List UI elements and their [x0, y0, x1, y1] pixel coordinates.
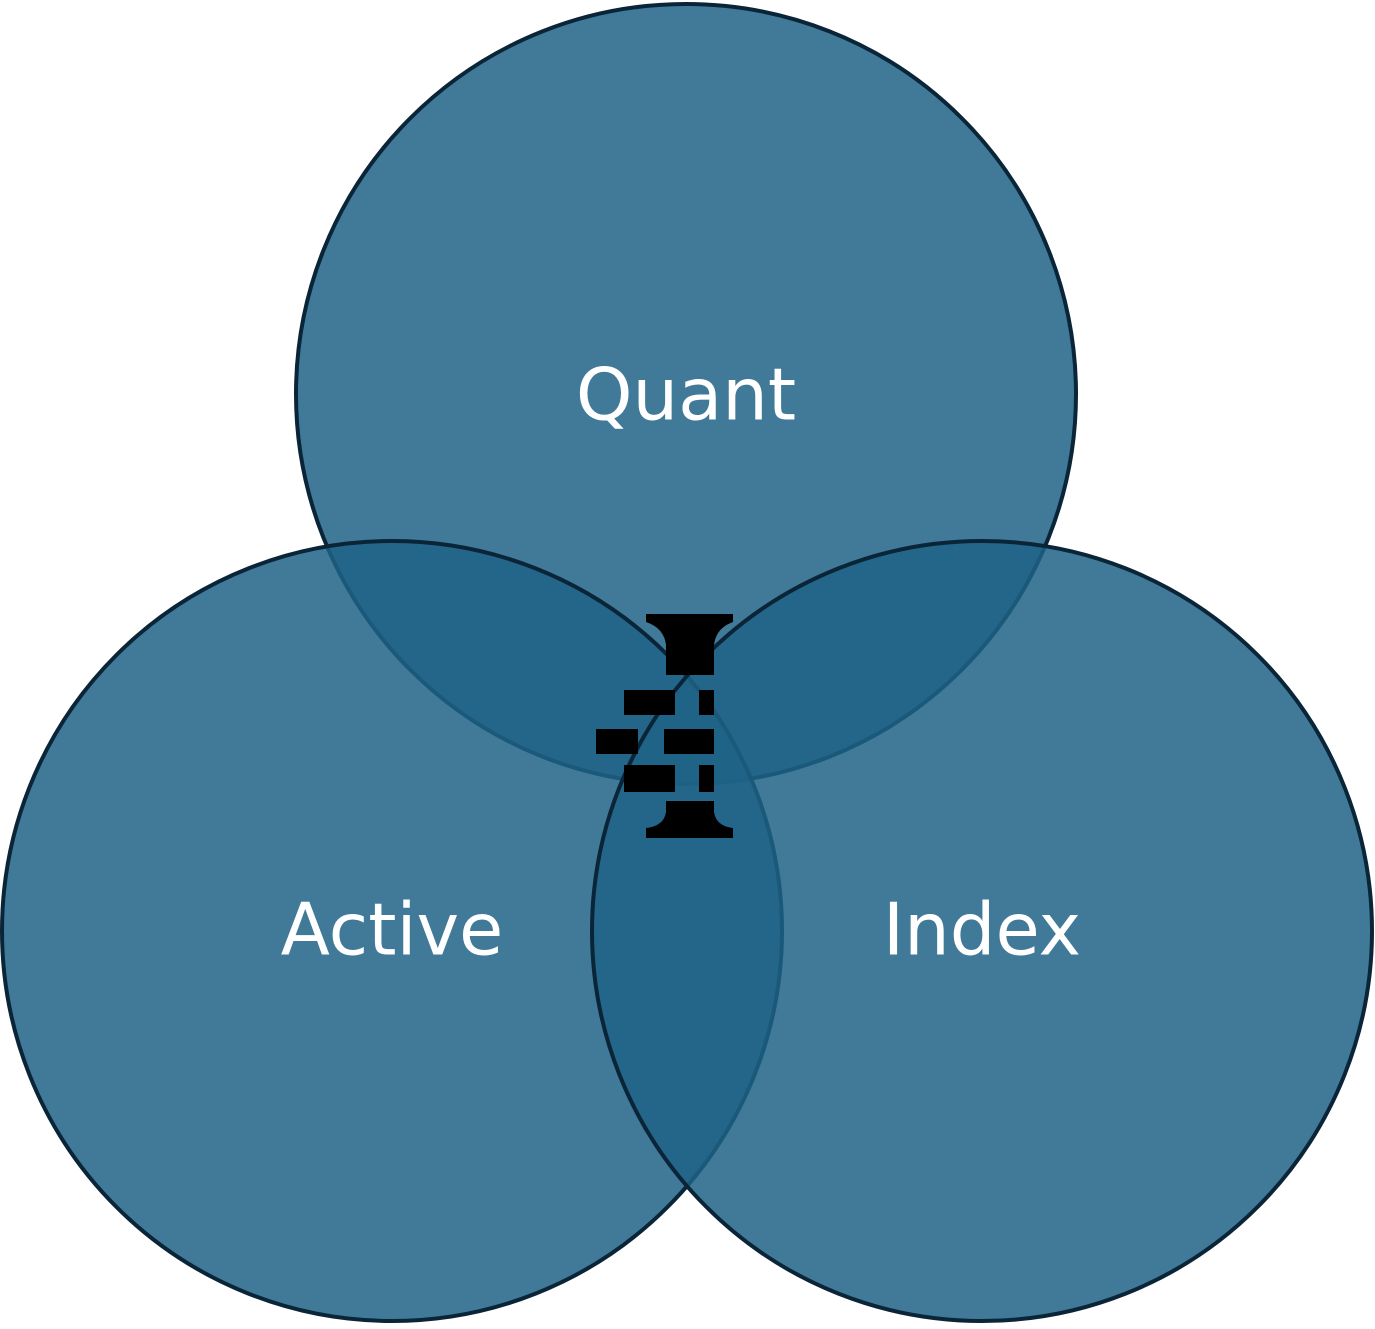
pillar-brick-icon: [596, 614, 733, 838]
label-quant: Quant: [576, 353, 796, 437]
circle-index: [590, 539, 1374, 1323]
label-index: Index: [883, 888, 1081, 972]
label-active: Active: [281, 888, 504, 972]
